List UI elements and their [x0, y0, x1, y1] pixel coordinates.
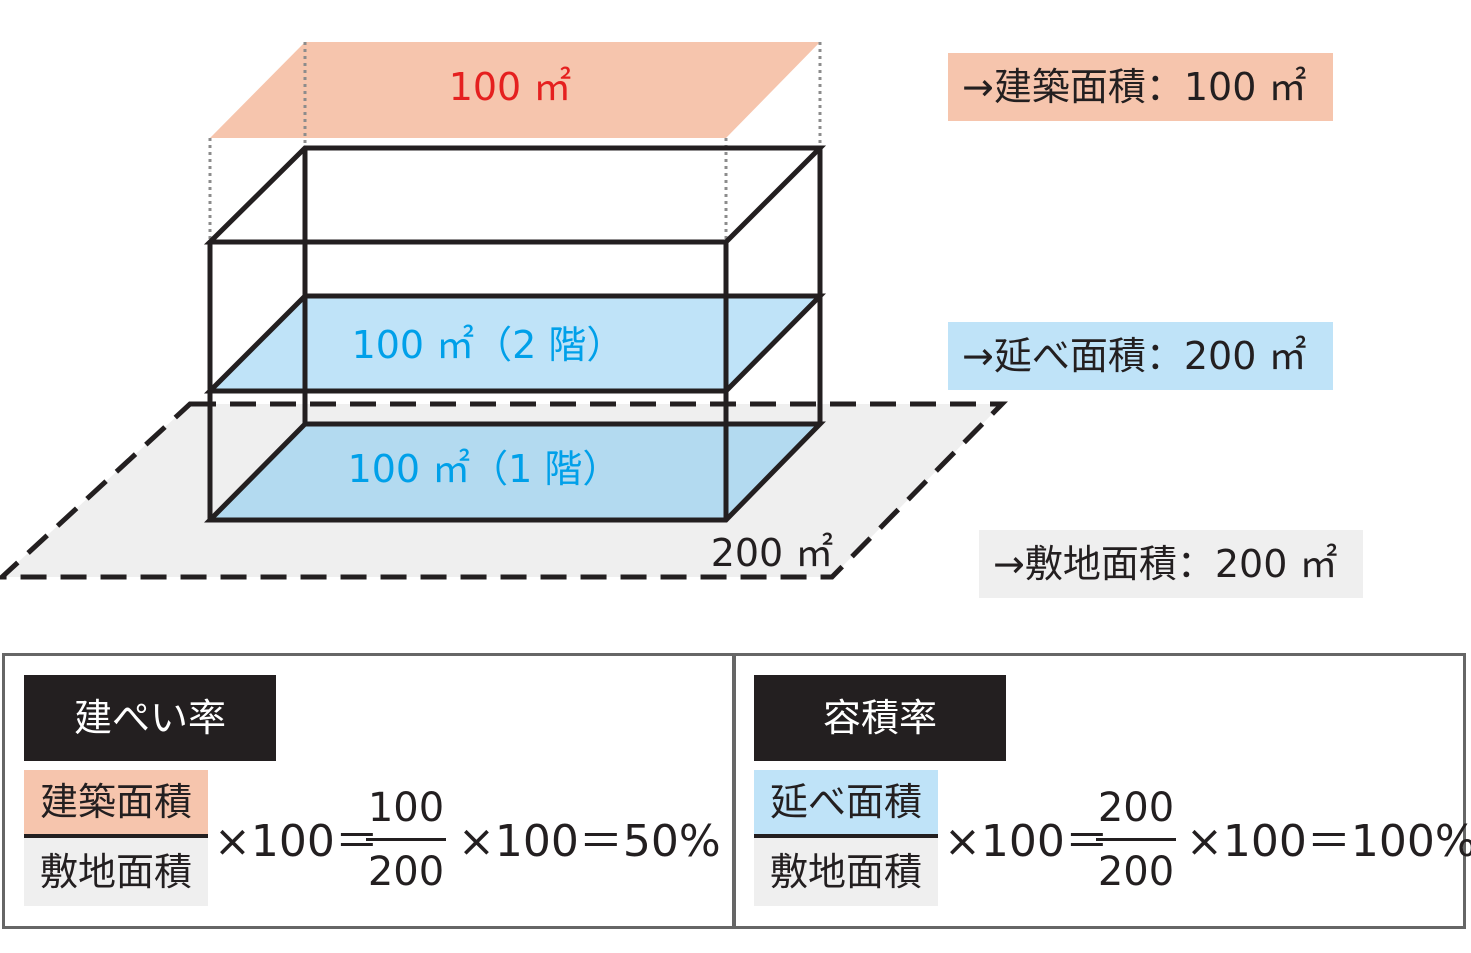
far-value-fraction-line [1096, 838, 1176, 841]
far-num-value: 200 [1097, 785, 1175, 831]
floor-area-ratio-title: 容積率 [754, 675, 1006, 761]
building-box [203, 145, 827, 523]
coverage-numerator-label: 建築面積 [24, 770, 208, 834]
building-diagram: 100 ㎡ 100 ㎡（2 階） 100 ㎡（1 階） 200 ㎡ [0, 42, 1008, 580]
far-den-value: 200 [1097, 849, 1175, 895]
total-floor-area-tag: →延べ面積：200 ㎡ [948, 322, 1333, 390]
top-area-label: 100 ㎡ [449, 65, 572, 109]
coverage-denominator-label: 敷地面積 [24, 838, 208, 906]
far-numerator-label: 延べ面積 [754, 770, 938, 834]
coverage-label-fraction-line [24, 834, 208, 838]
far-result: ×100＝100% [1186, 816, 1471, 867]
floor-area-ratio-panel [733, 653, 1466, 929]
site-outline [0, 401, 1008, 580]
far-times-100: ×100＝ [944, 816, 1109, 867]
coverage-value-fraction-line [366, 838, 446, 841]
building-area-plane [210, 42, 820, 138]
coverage-den-value: 200 [367, 849, 445, 895]
far-label-fraction-line [754, 834, 938, 838]
floor2-plane [210, 296, 820, 391]
site-area-tag: →敷地面積：200 ㎡ [979, 530, 1363, 598]
coverage-times-100: ×100＝ [214, 816, 379, 867]
coverage-num-value: 100 [367, 785, 445, 831]
projection-lines [208, 42, 822, 242]
floor1-label: 100 ㎡（1 階） [348, 447, 621, 491]
floor2-label: 100 ㎡（2 階） [352, 323, 625, 367]
coverage-result: ×100＝50% [458, 816, 721, 867]
coverage-ratio-title: 建ぺい率 [24, 675, 276, 761]
building-area-tag: →建築面積：100 ㎡ [948, 53, 1333, 121]
floor1-plane [210, 424, 820, 520]
site-label: 200 ㎡ [711, 531, 834, 575]
far-denominator-label: 敷地面積 [754, 838, 938, 906]
